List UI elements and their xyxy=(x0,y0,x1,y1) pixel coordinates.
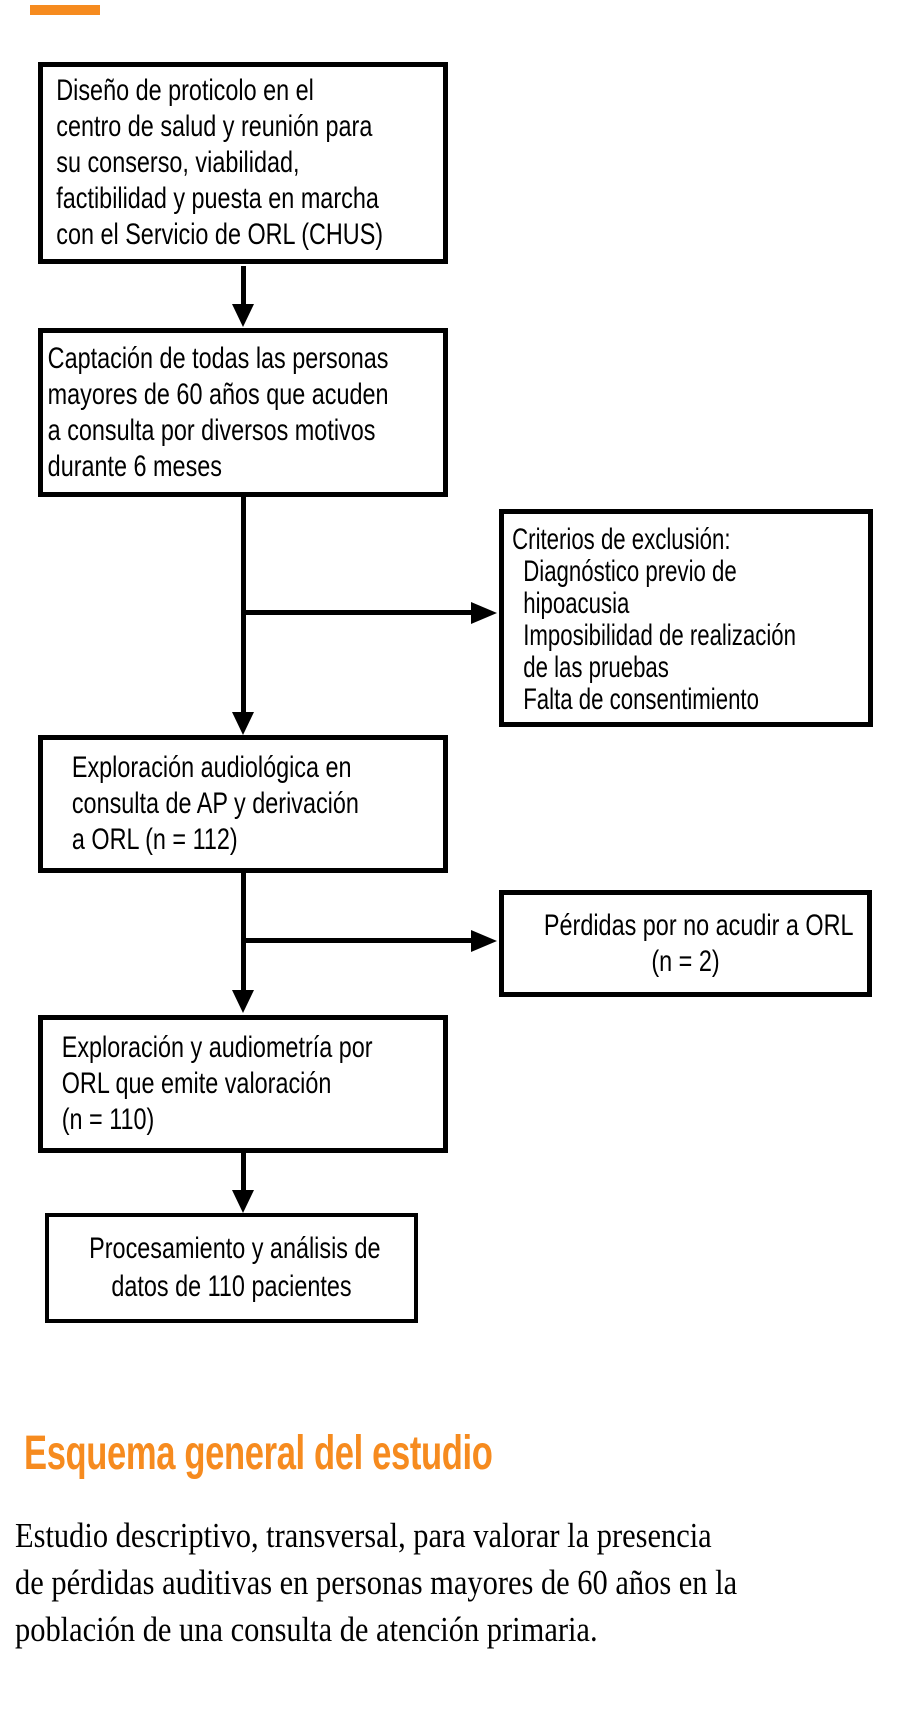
arrowhead-right-exclusion xyxy=(471,602,497,624)
exclusion-item-line: de las pruebas xyxy=(523,651,669,684)
arrowhead-down-1 xyxy=(232,304,254,327)
exclusion-item-line: Falta de consentimiento xyxy=(523,683,759,716)
text-line: factibilidad y puesta en marcha xyxy=(56,182,379,215)
flow-box-text: Pérdidas por no acudir a ORL (n = 2) xyxy=(543,908,854,980)
flow-box-text: Criterios de exclusión: Diagnóstico prev… xyxy=(504,514,796,716)
flow-box-text: Diseño de proticolo en el centro de salu… xyxy=(43,73,384,253)
exclusion-item-line: hipoacusia xyxy=(523,587,630,620)
flow-box-recruitment: Captación de todas las personas mayores … xyxy=(38,328,448,497)
branch-line-losses xyxy=(243,938,471,943)
arrowhead-down-4 xyxy=(232,1190,254,1213)
flow-box-text: Exploración audiológica en consulta de A… xyxy=(43,750,359,858)
text-line: su conserso, viabilidad, xyxy=(56,146,300,179)
caption-body-line: de pérdidas auditivas en personas mayore… xyxy=(15,1563,738,1602)
caption-body-line: población de una consulta de atención pr… xyxy=(15,1610,598,1649)
text-line: centro de salud y reunión para xyxy=(56,110,373,143)
text-line: a consulta por diversos motivos xyxy=(47,413,376,447)
text-line: a ORL (n = 112) xyxy=(71,823,238,856)
text-line: (n = 110) xyxy=(61,1103,155,1136)
caption-body-line: Estudio descriptivo, transversal, para v… xyxy=(15,1516,712,1555)
arrow-line-down-3 xyxy=(241,873,246,992)
figure-caption-title: Esquema general del estudio xyxy=(24,1427,493,1480)
text-line: con el Servicio de ORL (CHUS) xyxy=(56,218,384,251)
text-line: Procesamiento y análisis de xyxy=(89,1232,381,1265)
text-line: Pérdidas por no acudir a ORL xyxy=(543,908,854,942)
flow-box-losses: Pérdidas por no acudir a ORL (n = 2) xyxy=(499,890,872,997)
flow-box-protocol-design: Diseño de proticolo en el centro de salu… xyxy=(38,62,448,264)
text-line: consulta de AP y derivación xyxy=(71,787,359,820)
orange-top-rule xyxy=(30,5,100,15)
arrowhead-right-losses xyxy=(471,930,497,952)
arrow-line-down-2 xyxy=(241,497,246,714)
branch-line-exclusion xyxy=(243,610,471,615)
arrowhead-down-2 xyxy=(232,712,254,735)
exclusion-title: Criterios de exclusión: xyxy=(512,523,731,556)
text-line: mayores de 60 años que acuden xyxy=(47,377,389,411)
flow-box-text: Exploración y audiometría por ORL que em… xyxy=(43,1030,373,1138)
arrowhead-down-3 xyxy=(232,990,254,1013)
arrow-line-down-4 xyxy=(241,1153,246,1192)
text-line: ORL que emite valoración xyxy=(61,1067,332,1100)
text-line: Diseño de proticolo en el xyxy=(56,74,314,107)
flow-box-text: Procesamiento y análisis de datos de 110… xyxy=(89,1230,381,1306)
text-line: (n = 2) xyxy=(651,944,720,978)
flow-box-exclusion-criteria: Criterios de exclusión: Diagnóstico prev… xyxy=(499,509,873,727)
text-line: datos de 110 pacientes xyxy=(111,1270,352,1303)
text-line: durante 6 meses xyxy=(47,449,222,483)
exclusion-item-line: Diagnóstico previo de xyxy=(523,555,737,588)
flow-box-data-processing: Procesamiento y análisis de datos de 110… xyxy=(45,1213,418,1323)
text-line: Exploración audiológica en xyxy=(71,751,352,784)
exclusion-item-line: Imposibilidad de realización xyxy=(523,619,796,652)
arrow-line-down-1 xyxy=(241,266,246,307)
text-line: Captación de todas las personas xyxy=(47,341,389,375)
figure-caption-body: Estudio descriptivo, transversal, para v… xyxy=(15,1512,737,1653)
flow-box-audiological-exam-ap: Exploración audiológica en consulta de A… xyxy=(38,735,448,873)
text-line: Exploración y audiometría por xyxy=(61,1031,373,1064)
flow-box-text: Captación de todas las personas mayores … xyxy=(43,341,389,485)
flow-box-orl-exam: Exploración y audiometría por ORL que em… xyxy=(38,1015,448,1153)
